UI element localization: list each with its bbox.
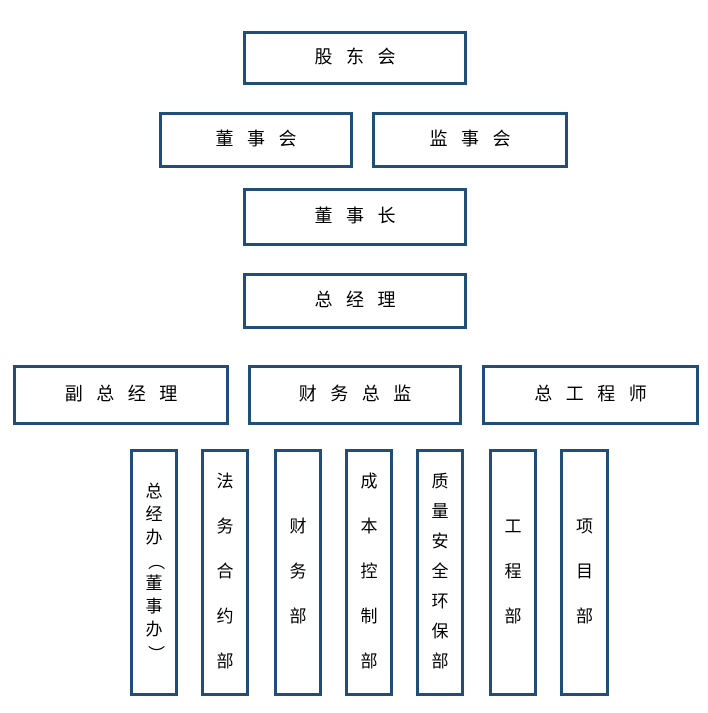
- chief-engineer-label: 总工程师: [534, 384, 661, 405]
- chairman-box: 董事长: [243, 188, 467, 246]
- dept-gm-office-label: 总经办（董事办）: [144, 481, 165, 662]
- dept-legal-contract-box: 法务合约部: [201, 449, 249, 696]
- shareholders-meeting-label: 股东会: [314, 47, 409, 68]
- dept-legal-contract-label: 法务合约部: [216, 472, 234, 672]
- shareholders-meeting-box: 股东会: [243, 31, 467, 85]
- deputy-general-manager-label: 副总经理: [64, 384, 191, 405]
- chief-engineer-box: 总工程师: [482, 365, 699, 425]
- supervisory-board-box: 监事会: [372, 112, 568, 168]
- board-of-directors-box: 董事会: [159, 112, 353, 168]
- dept-cost-control-label: 成本控制部: [360, 472, 378, 672]
- dept-gm-office-box: 总经办（董事办）: [130, 449, 178, 696]
- general-manager-label: 总经理: [314, 290, 409, 311]
- supervisory-board-label: 监事会: [429, 129, 524, 150]
- dept-project-box: 项目部: [560, 449, 609, 696]
- dept-finance-label: 财务部: [289, 517, 307, 627]
- dept-finance-box: 财务部: [274, 449, 322, 696]
- finance-director-label: 财务总监: [298, 384, 425, 405]
- dept-project-label: 项目部: [576, 517, 593, 627]
- deputy-general-manager-box: 副总经理: [13, 365, 229, 425]
- board-of-directors-label: 董事会: [215, 129, 310, 150]
- dept-quality-safety-env-label: 质量安全环保部: [431, 472, 449, 672]
- finance-director-box: 财务总监: [248, 365, 462, 425]
- dept-quality-safety-env-box: 质量安全环保部: [416, 449, 464, 696]
- chairman-label: 董事长: [314, 206, 409, 227]
- dept-cost-control-box: 成本控制部: [345, 449, 393, 696]
- dept-engineering-box: 工程部: [489, 449, 537, 696]
- general-manager-box: 总经理: [243, 273, 467, 329]
- dept-engineering-label: 工程部: [504, 517, 522, 627]
